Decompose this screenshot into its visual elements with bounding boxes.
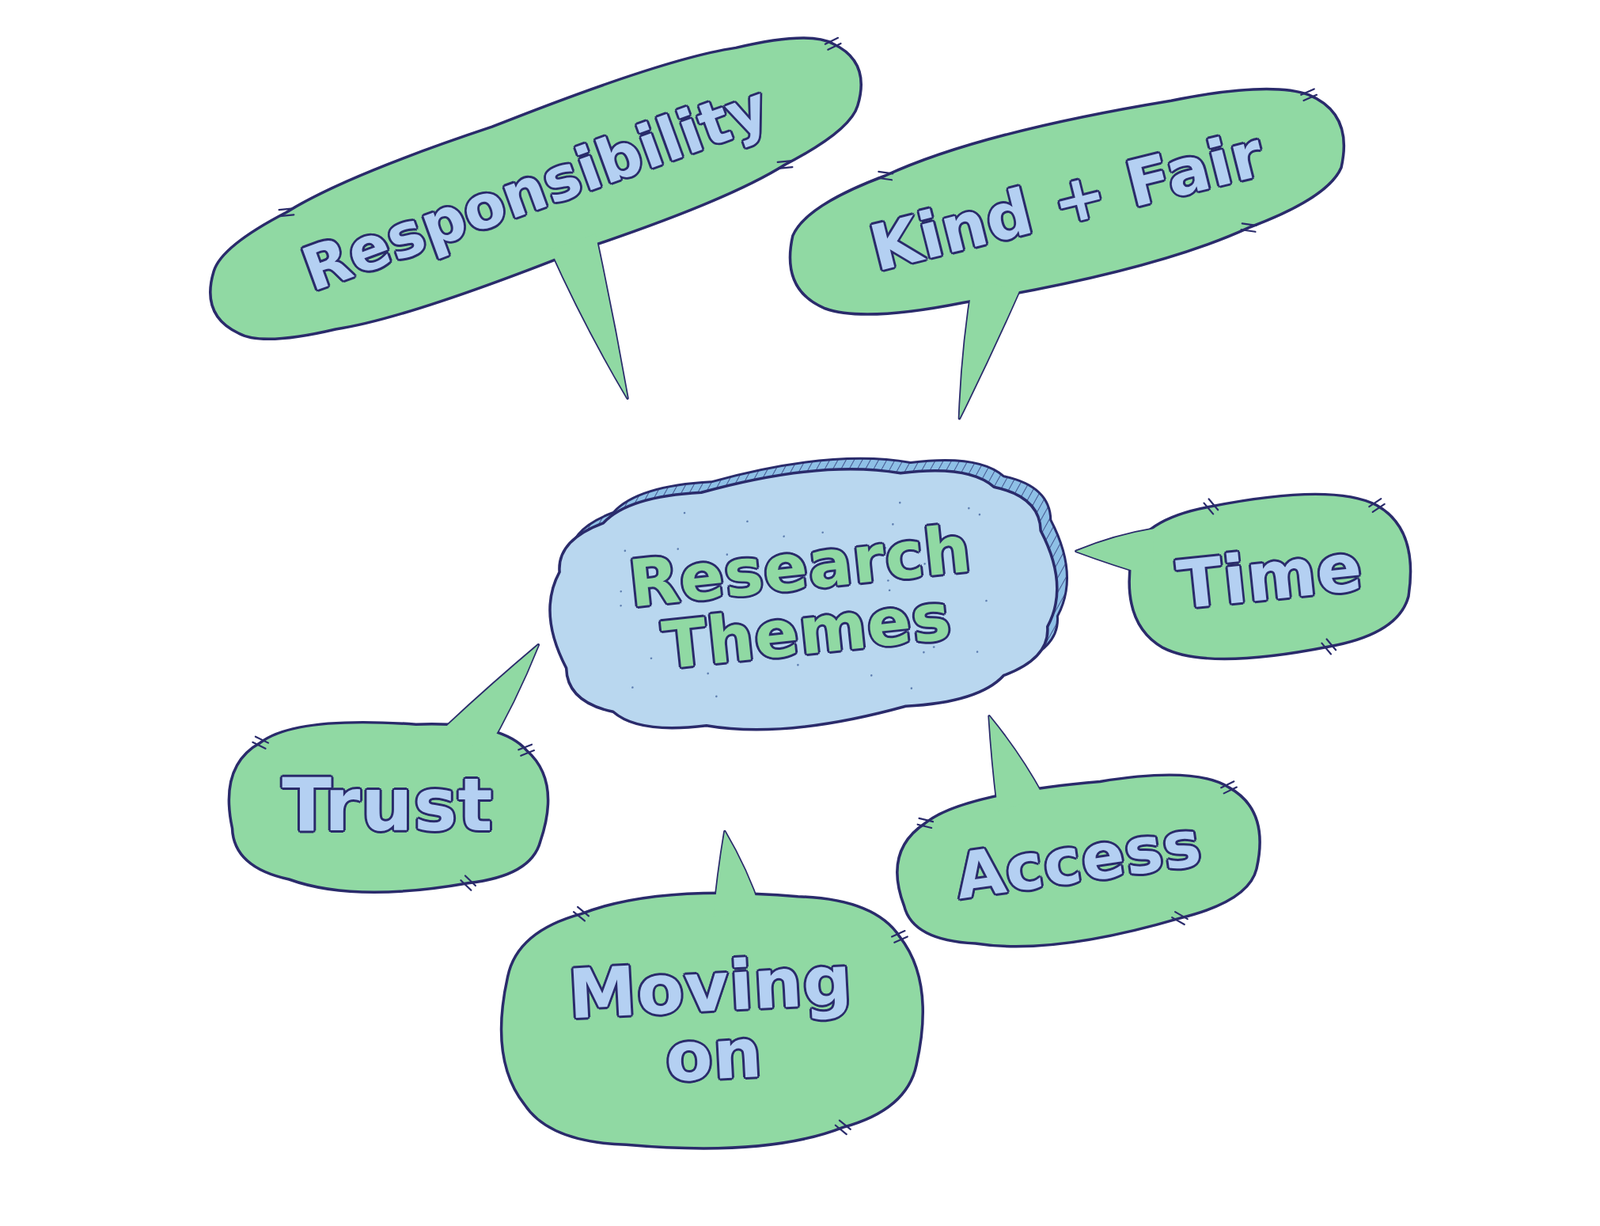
bubble-tail-seam	[709, 830, 761, 918]
outline-tick	[465, 875, 476, 887]
outline-tick	[1368, 498, 1383, 507]
outline-tick	[917, 822, 932, 831]
outline-tick	[777, 163, 793, 172]
outline-tick	[460, 880, 471, 891]
bubble-tail-seam	[985, 710, 1045, 812]
cloud-speckle	[869, 674, 873, 677]
cloud-speckle	[967, 506, 971, 509]
bubble-body	[186, 0, 885, 376]
outline-tick	[1241, 219, 1256, 229]
theme-label: Moving on	[564, 945, 861, 1097]
cloud-speckle	[975, 650, 979, 653]
outline-tick	[839, 1119, 851, 1130]
bubble-body	[887, 758, 1271, 966]
outline-tick	[918, 816, 933, 824]
outline-tick	[1300, 89, 1315, 95]
outline-tick	[1175, 909, 1188, 921]
theme-label: Trust	[281, 769, 493, 842]
outline-tick	[1220, 781, 1235, 789]
cloud-body	[537, 446, 1069, 752]
outline-tick	[252, 742, 266, 749]
cloud-speckle	[898, 500, 901, 504]
cloud-speckle	[746, 519, 749, 523]
cloud-speckle	[985, 599, 988, 602]
bubble-tail	[709, 830, 761, 918]
outline-tick	[1171, 915, 1185, 926]
bubble-tail-seam	[446, 644, 539, 755]
outline-tick	[1240, 226, 1255, 236]
outline-tick	[577, 906, 589, 918]
outline-tick	[520, 750, 535, 756]
outline-tick	[279, 204, 294, 213]
cloud-speckle	[909, 686, 913, 690]
cloud-speckle	[631, 686, 634, 689]
outline-tick	[1322, 641, 1332, 655]
outline-tick	[824, 37, 838, 45]
speech-bubble: Time	[1088, 450, 1453, 703]
outline-tick	[254, 736, 268, 744]
bubble-body	[494, 882, 930, 1161]
cloud-speckle	[978, 512, 981, 516]
bubble-tail	[550, 233, 653, 406]
cloud-speckle	[619, 590, 622, 593]
outline-tick	[1302, 94, 1317, 101]
theme-label: Time	[1174, 533, 1366, 619]
bubble-tail-seam	[1074, 528, 1159, 584]
bubble-tail-seam	[550, 233, 653, 406]
outline-tick	[1209, 497, 1219, 511]
speech-bubble: Responsibility	[147, 0, 925, 417]
outline-tick	[777, 157, 793, 166]
outline-tick	[827, 43, 842, 50]
bubble-body	[771, 55, 1362, 349]
outline-tick	[894, 936, 908, 943]
outline-tick	[891, 931, 906, 937]
outline-tick	[1372, 503, 1386, 512]
outline-tick	[279, 211, 294, 220]
outline-tick	[878, 168, 893, 178]
cloud-speckle	[715, 694, 718, 698]
outline-tick	[1327, 637, 1337, 651]
cloud-speckle	[682, 511, 686, 514]
cloud-speckle	[649, 656, 653, 660]
outline-tick	[1223, 787, 1238, 794]
outline-tick	[835, 1125, 847, 1136]
cloud-speckle	[619, 604, 622, 607]
speech-bubble: Access	[851, 723, 1305, 998]
outline-tick	[877, 174, 892, 184]
speech-bubble: Moving on	[462, 852, 962, 1190]
outline-tick	[518, 744, 532, 751]
bubble-body	[228, 722, 548, 893]
bubble-body	[1121, 482, 1419, 670]
bubble-tail-seam	[927, 268, 1047, 419]
speech-bubble: Trust	[197, 690, 579, 920]
theme-cloud: Research Themes	[506, 417, 1100, 782]
outline-tick	[573, 911, 585, 922]
cloud-speckle	[623, 549, 626, 552]
